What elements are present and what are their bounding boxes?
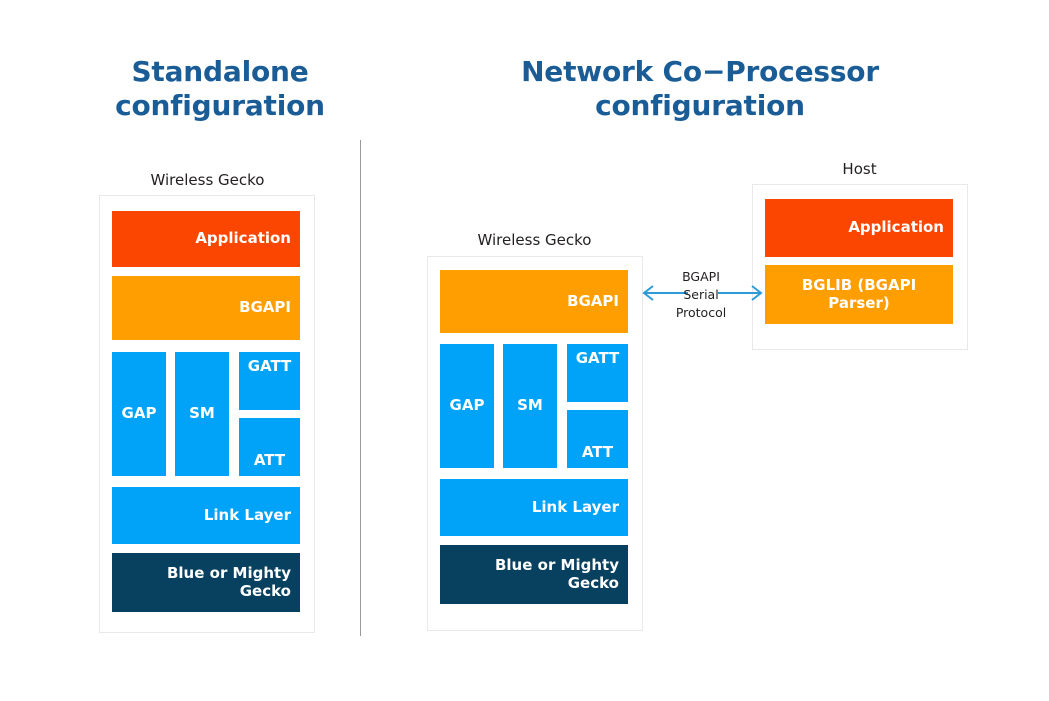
ncp-gecko-block-att: ATT bbox=[567, 410, 628, 468]
host-caption: Host bbox=[842, 160, 877, 178]
host-block-application: Application bbox=[765, 199, 953, 257]
connector-label-line3: Protocol bbox=[675, 304, 727, 320]
standalone-block-att: ATT bbox=[239, 418, 300, 476]
standalone-wireless-gecko-panel: Application BGAPI GAP SM GATT ATT Link L… bbox=[99, 195, 315, 633]
standalone-block-gap: GAP bbox=[112, 352, 166, 476]
ncp-gecko-block-gatt: GATT bbox=[567, 344, 628, 402]
standalone-block-soc: Blue or Mighty Gecko bbox=[112, 553, 300, 612]
ncp-gecko-block-gap: GAP bbox=[440, 344, 494, 468]
ncp-gecko-block-bgapi: BGAPI bbox=[440, 270, 628, 333]
standalone-block-link-layer: Link Layer bbox=[112, 487, 300, 544]
host-panel: Application BGLIB (BGAPI Parser) bbox=[752, 184, 968, 350]
connector-label-group: BGAPI Serial Protocol bbox=[655, 268, 747, 321]
connector-label-line1: BGAPI bbox=[682, 269, 720, 284]
ncp-wireless-gecko-caption: Wireless Gecko bbox=[477, 231, 592, 249]
ncp-wireless-gecko-panel: BGAPI GAP SM GATT ATT Link Layer Blue or… bbox=[427, 256, 643, 631]
panel-divider bbox=[360, 140, 361, 636]
standalone-block-sm: SM bbox=[175, 352, 229, 476]
ncp-gecko-block-link-layer: Link Layer bbox=[440, 479, 628, 536]
standalone-block-bgapi: BGAPI bbox=[112, 276, 300, 340]
standalone-block-application: Application bbox=[112, 211, 300, 267]
standalone-heading: Standalone configuration bbox=[115, 55, 325, 123]
bgapi-serial-protocol-connector bbox=[642, 285, 763, 301]
standalone-block-gatt: GATT bbox=[239, 352, 300, 410]
standalone-wireless-gecko-caption: Wireless Gecko bbox=[150, 171, 265, 189]
host-block-bglib: BGLIB (BGAPI Parser) bbox=[765, 265, 953, 324]
ncp-gecko-block-sm: SM bbox=[503, 344, 557, 468]
ncp-heading: Network Co−Processor configuration bbox=[521, 55, 879, 123]
ncp-gecko-block-soc: Blue or Mighty Gecko bbox=[440, 545, 628, 604]
connector-label-line2: Serial bbox=[683, 286, 719, 302]
